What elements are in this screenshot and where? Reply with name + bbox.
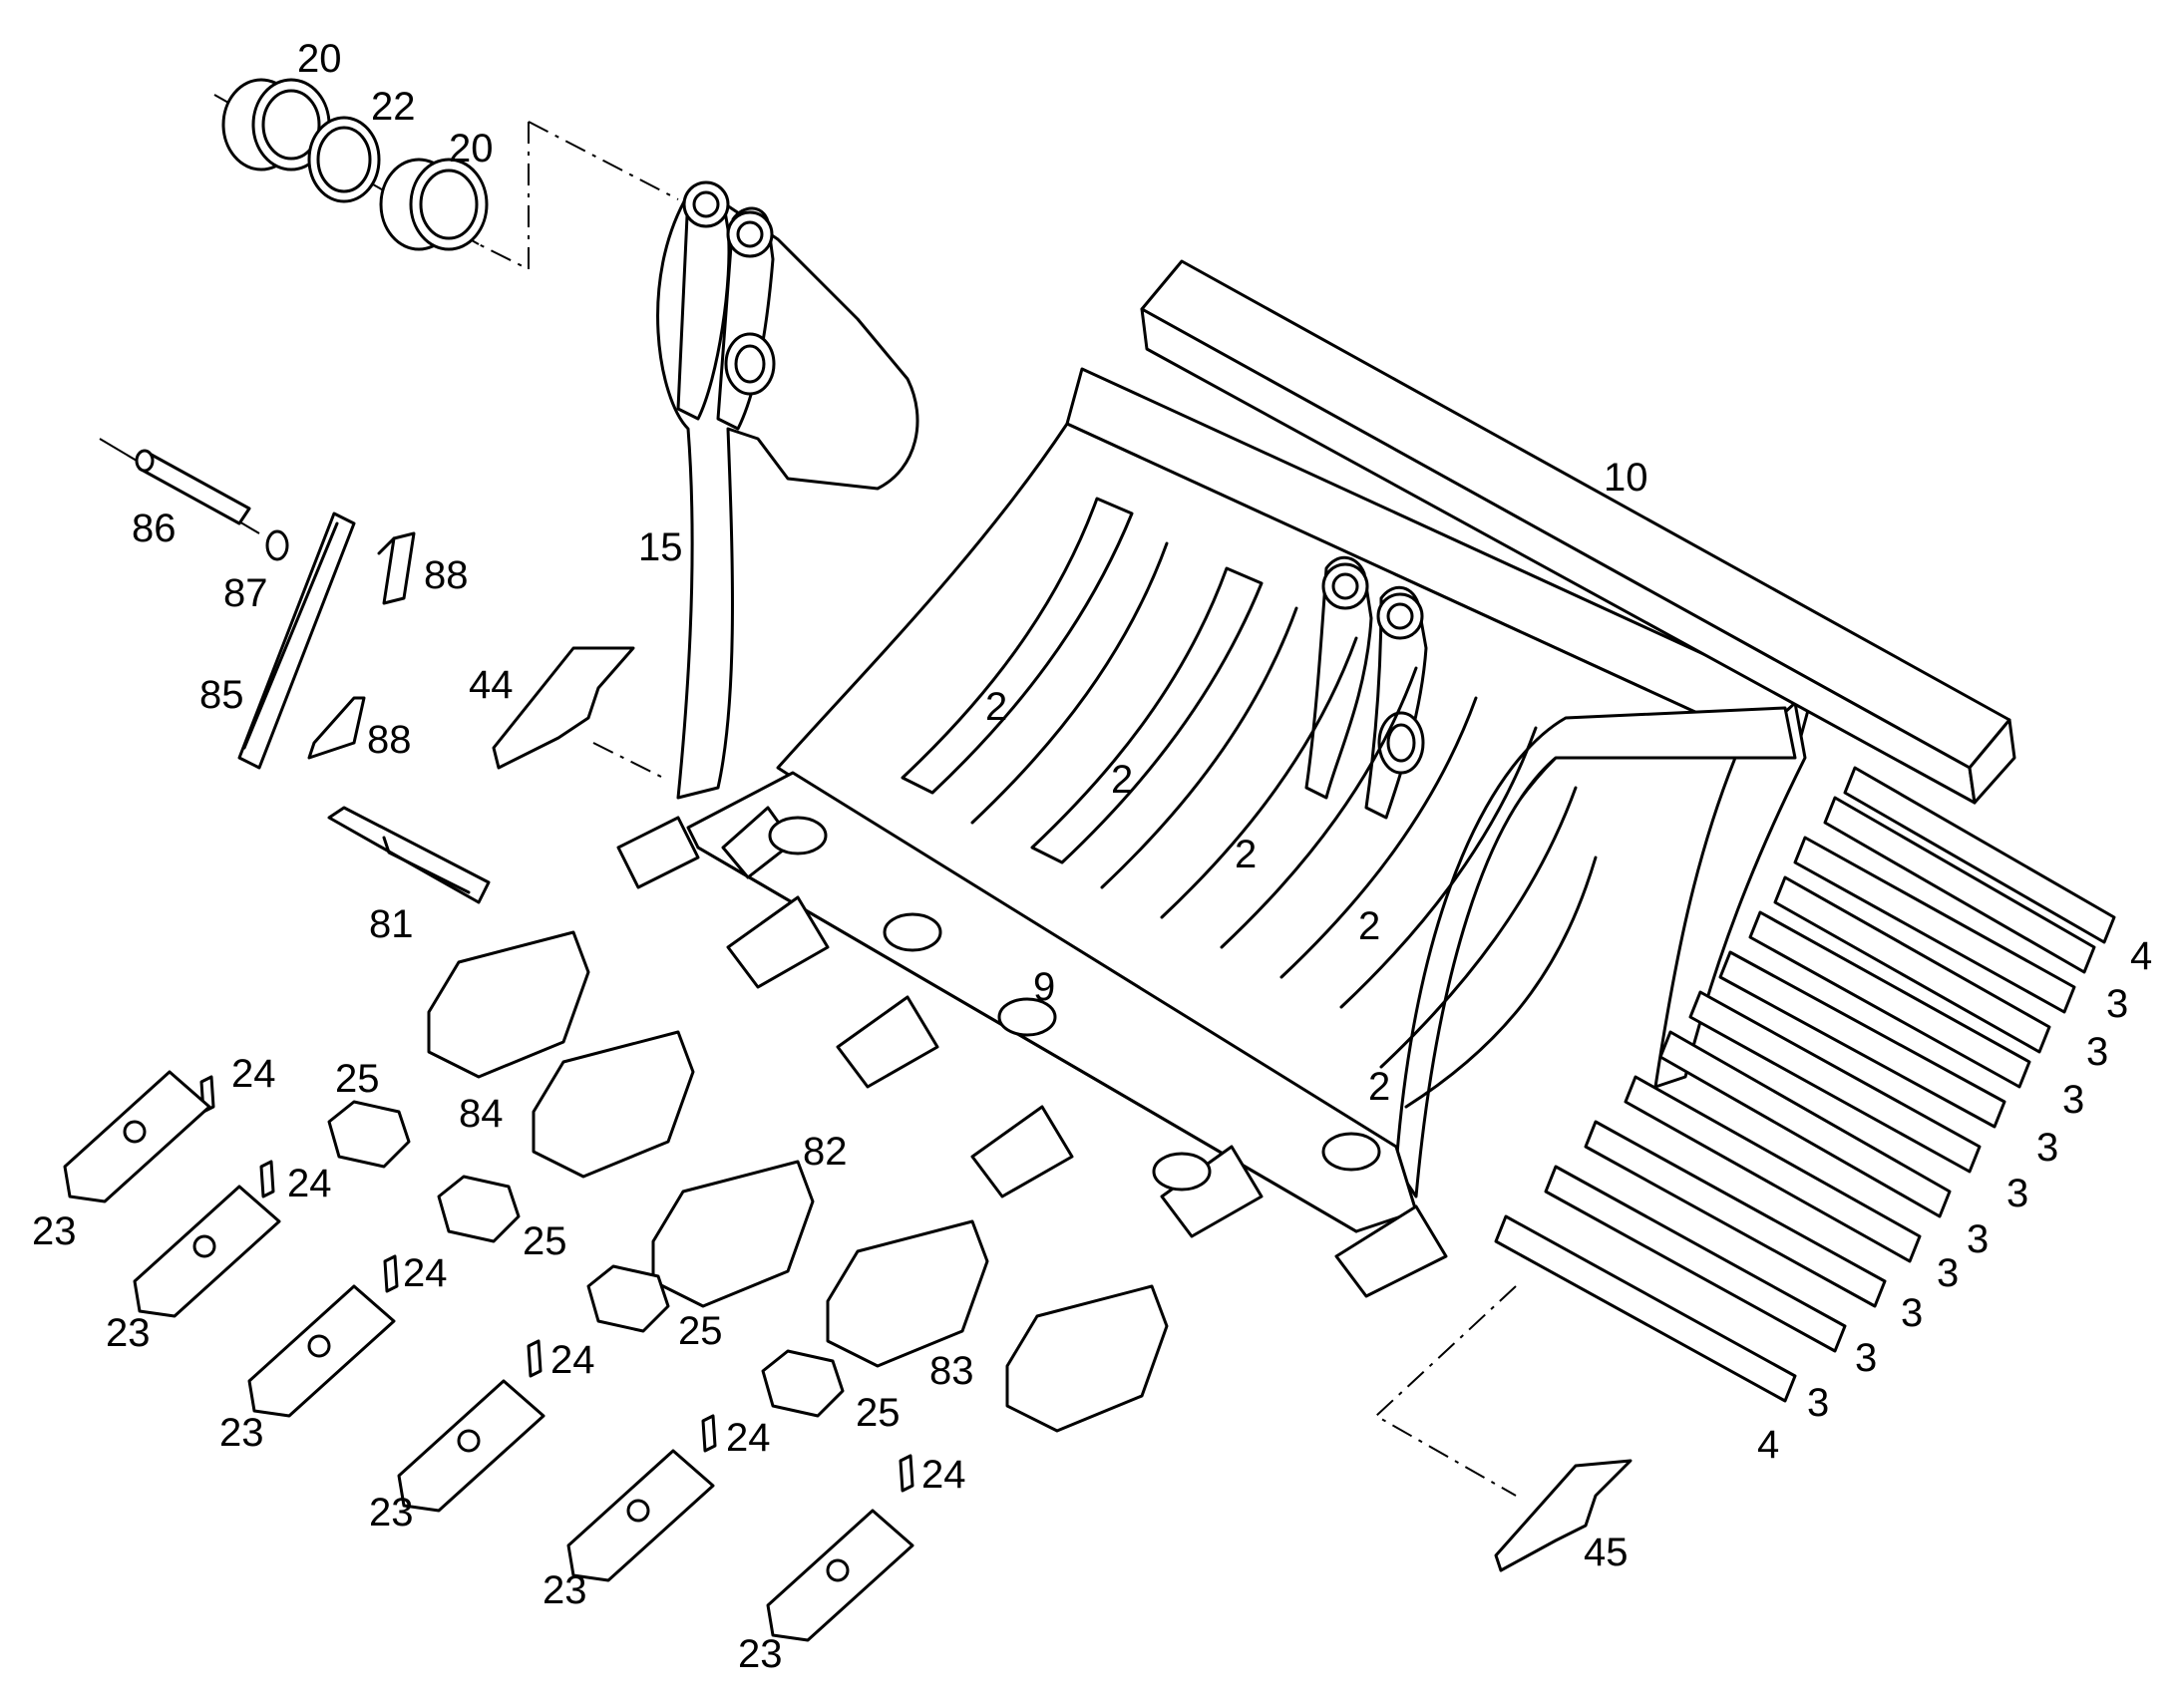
callout-22: 22 (371, 85, 416, 129)
shroud-84-a (427, 930, 590, 1079)
retainer-25-4 (761, 1349, 845, 1418)
pin-24-2 (259, 1160, 275, 1198)
callout-3-2: 3 (2086, 1030, 2108, 1074)
callout-23-6: 23 (738, 1632, 783, 1676)
callout-25-4: 25 (856, 1391, 901, 1435)
wear-plates-3-4 (1494, 766, 2116, 1403)
callout-23-3: 23 (219, 1411, 264, 1455)
callout-86: 86 (132, 507, 177, 550)
callout-23-5: 23 (543, 1568, 587, 1612)
callout-23-4: 23 (369, 1491, 414, 1535)
callout-4-upper: 4 (2130, 934, 2152, 978)
retainer-85 (237, 512, 356, 770)
callout-88-lower: 88 (367, 718, 412, 762)
callout-20-lower: 20 (449, 127, 494, 171)
callout-24-1: 24 (231, 1052, 276, 1096)
callout-25-1: 25 (335, 1057, 380, 1101)
callout-3-7: 3 (1937, 1251, 1959, 1295)
callout-15: 15 (638, 525, 683, 569)
callout-2-b: 2 (1111, 758, 1133, 802)
callout-83: 83 (929, 1349, 974, 1393)
bar-10 (1140, 259, 2016, 805)
callout-3-10: 3 (1807, 1381, 1829, 1425)
tooth-23-4 (397, 1379, 545, 1513)
callout-25-3: 25 (678, 1309, 723, 1353)
bushing-20-lower (379, 158, 489, 251)
callout-9: 9 (1033, 965, 1055, 1009)
shroud-84-b (532, 1030, 695, 1179)
corner-guard-44 (492, 646, 664, 779)
callout-24-5: 24 (726, 1416, 771, 1460)
retainer-25-3 (586, 1264, 670, 1333)
callout-85: 85 (199, 673, 244, 717)
pin-24-4 (527, 1339, 543, 1378)
callout-45: 45 (1584, 1531, 1629, 1574)
callout-24-3: 24 (403, 1251, 448, 1295)
callout-25-2: 25 (523, 1219, 567, 1263)
lock-81 (327, 806, 491, 904)
tooth-23-5 (566, 1449, 715, 1582)
callout-2-d: 2 (1358, 904, 1380, 948)
callout-4-lower: 4 (1757, 1423, 1779, 1467)
callout-3-3: 3 (2062, 1078, 2084, 1122)
retainer-25-1 (327, 1100, 411, 1169)
ring-22 (307, 116, 381, 203)
shroud-82 (651, 1160, 815, 1308)
callout-44: 44 (469, 663, 514, 707)
callout-24-2: 24 (287, 1162, 332, 1205)
callout-20-upper: 20 (297, 37, 342, 81)
callout-84: 84 (459, 1092, 504, 1136)
callout-3-5: 3 (2006, 1172, 2028, 1215)
callout-23-1: 23 (32, 1209, 77, 1253)
tooth-23-3 (247, 1284, 396, 1418)
callout-87: 87 (223, 571, 268, 615)
callout-24-4: 24 (550, 1338, 595, 1382)
callout-81: 81 (369, 902, 414, 946)
callout-3-9: 3 (1855, 1336, 1877, 1380)
adapters-on-lip (616, 806, 1448, 1298)
ring-87 (265, 529, 289, 561)
pin-24-6 (899, 1454, 914, 1493)
shroud-83-b (1005, 1284, 1169, 1433)
clip-88-lower (307, 696, 366, 760)
tooth-23-1 (63, 1070, 211, 1203)
callout-24-6: 24 (921, 1453, 966, 1497)
bucket-body-15 (656, 180, 1812, 1233)
callout-10: 10 (1604, 456, 1648, 500)
callout-3-1: 3 (2106, 982, 2128, 1026)
callout-labels: 20 22 20 10 15 86 87 88 85 88 44 81 2 2 … (32, 37, 2152, 1676)
pin-24-5 (701, 1414, 717, 1453)
tooth-23-2 (133, 1185, 281, 1318)
callout-2-e: 2 (1368, 1065, 1390, 1109)
callout-23-2: 23 (106, 1311, 151, 1355)
clip-88-upper (377, 531, 416, 605)
pin-24-3 (383, 1254, 399, 1293)
callout-82: 82 (803, 1130, 848, 1174)
retainer-25-2 (437, 1175, 521, 1243)
callout-3-6: 3 (1967, 1217, 1989, 1261)
callout-3-4: 3 (2036, 1126, 2058, 1170)
tooth-23-6 (766, 1509, 914, 1642)
callout-2-a: 2 (985, 685, 1007, 729)
callout-3-8: 3 (1901, 1291, 1923, 1335)
pin-86 (135, 449, 251, 525)
callout-2-c: 2 (1235, 833, 1257, 876)
callout-88-upper: 88 (424, 553, 469, 597)
corner-guard-45 (1374, 1285, 1633, 1572)
shroud-83-a (826, 1219, 989, 1368)
